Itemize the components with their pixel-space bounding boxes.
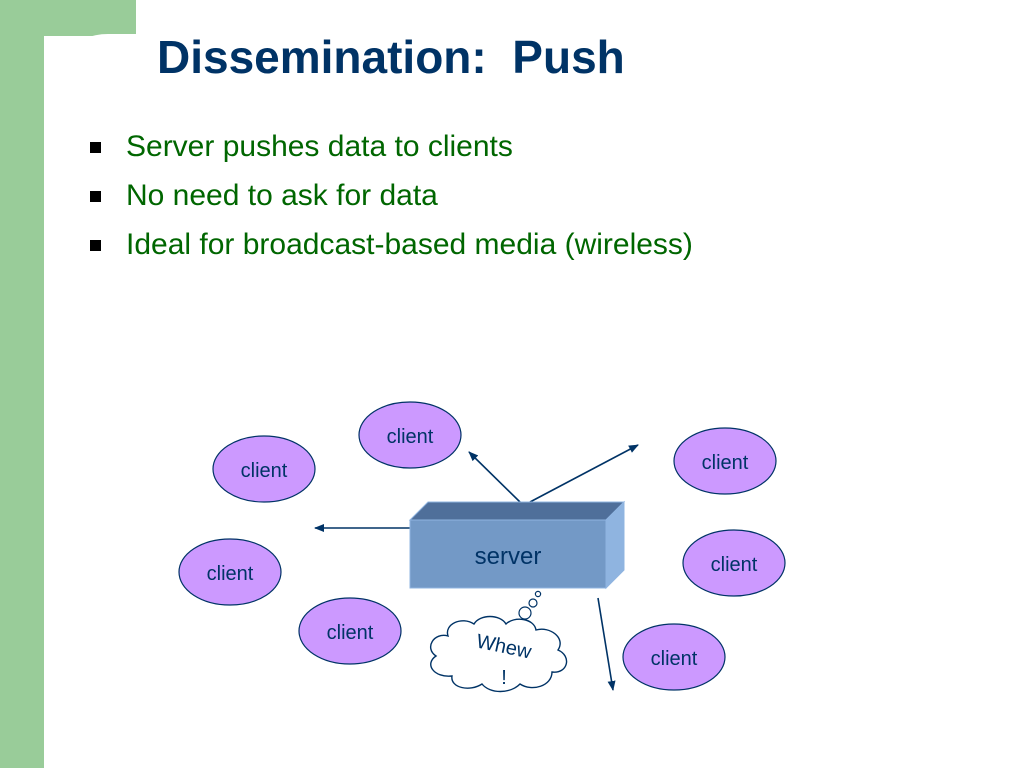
client-node: client — [358, 401, 462, 469]
slide-title: Dissemination: Push — [157, 31, 625, 83]
thought-dot-small — [534, 590, 542, 598]
server-top-face — [408, 501, 626, 521]
thought-cloud — [430, 615, 568, 693]
client-node: client — [212, 435, 316, 503]
bullet-item: Server pushes data to clients — [88, 126, 693, 175]
bullet-text: No need to ask for data — [126, 179, 438, 212]
client-label: client — [651, 648, 698, 670]
thought-text-line2: ! — [501, 667, 507, 689]
client-label: client — [207, 563, 254, 585]
client-label: client — [327, 622, 374, 644]
thought-bubble: Whew ! — [430, 590, 568, 693]
side-accent-bar — [0, 0, 44, 768]
bullet-text: Server pushes data to clients — [126, 130, 513, 163]
bullet-square-icon — [90, 240, 101, 251]
client-node: client — [178, 538, 282, 606]
client-label: client — [702, 452, 749, 474]
server-box: server — [408, 500, 626, 590]
client-node: client — [673, 427, 777, 495]
thought-dot-large — [518, 606, 532, 620]
arrow-to-top-client — [468, 451, 521, 503]
client-label: client — [387, 426, 434, 448]
bullet-list: Server pushes data to clients No need to… — [88, 126, 693, 273]
client-node: client — [298, 597, 402, 665]
client-node: client — [682, 529, 786, 597]
bullet-item: No need to ask for data — [88, 175, 693, 224]
server-label: server — [475, 543, 542, 570]
arrows — [314, 444, 639, 691]
server-front-face — [409, 519, 607, 589]
bullet-item: Ideal for broadcast-based media (wireles… — [88, 224, 693, 273]
client-node: client — [622, 623, 726, 691]
arrow-to-upper-right — [529, 444, 639, 503]
arrow-to-bottom — [597, 597, 616, 691]
thought-dot-medium — [528, 598, 538, 608]
bullet-square-icon — [90, 142, 101, 153]
corner-accent — [44, 0, 136, 36]
client-label: client — [711, 554, 758, 576]
client-label: client — [241, 460, 288, 482]
bullet-text: Ideal for broadcast-based media (wireles… — [126, 228, 693, 261]
bullet-square-icon — [90, 191, 101, 202]
